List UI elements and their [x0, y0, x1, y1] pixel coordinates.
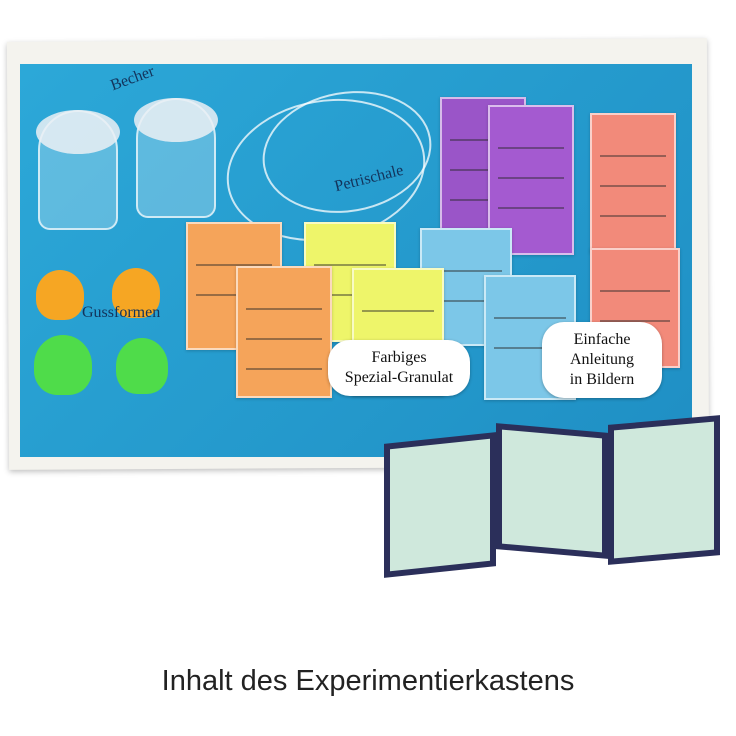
instructions-callout-line-3: in Bildern: [569, 371, 635, 388]
orange-mold-1: [36, 270, 84, 320]
granulate-bag-salmon-1: [590, 113, 676, 253]
caption: Inhalt des Experimentierkastens: [161, 665, 575, 697]
orange-mold-2: [112, 268, 160, 318]
green-mold-1: [34, 335, 92, 395]
granules-callout: Farbiges Spezial-Granulat: [328, 340, 470, 396]
instructions-callout-line-1: Einfache: [573, 331, 631, 348]
instruction-booklet: [384, 415, 720, 578]
molds-label: Gussformen: [82, 304, 161, 321]
booklet-panel-3: [608, 415, 720, 565]
green-mold-2: [116, 338, 168, 394]
instructions-callout: Einfache Anleitung in Bildern: [542, 322, 662, 398]
cup-1: [36, 110, 120, 230]
granulate-bag-orange-2: [236, 266, 332, 398]
granules-callout-line-1: Farbiges: [371, 349, 427, 366]
instructions-callout-line-2: Anleitung: [570, 351, 634, 368]
booklet-panel-2: [496, 423, 608, 559]
booklet-panel-1: [384, 432, 496, 578]
granules-callout-line-2: Spezial-Granulat: [344, 369, 454, 386]
cup-2: [134, 98, 218, 218]
